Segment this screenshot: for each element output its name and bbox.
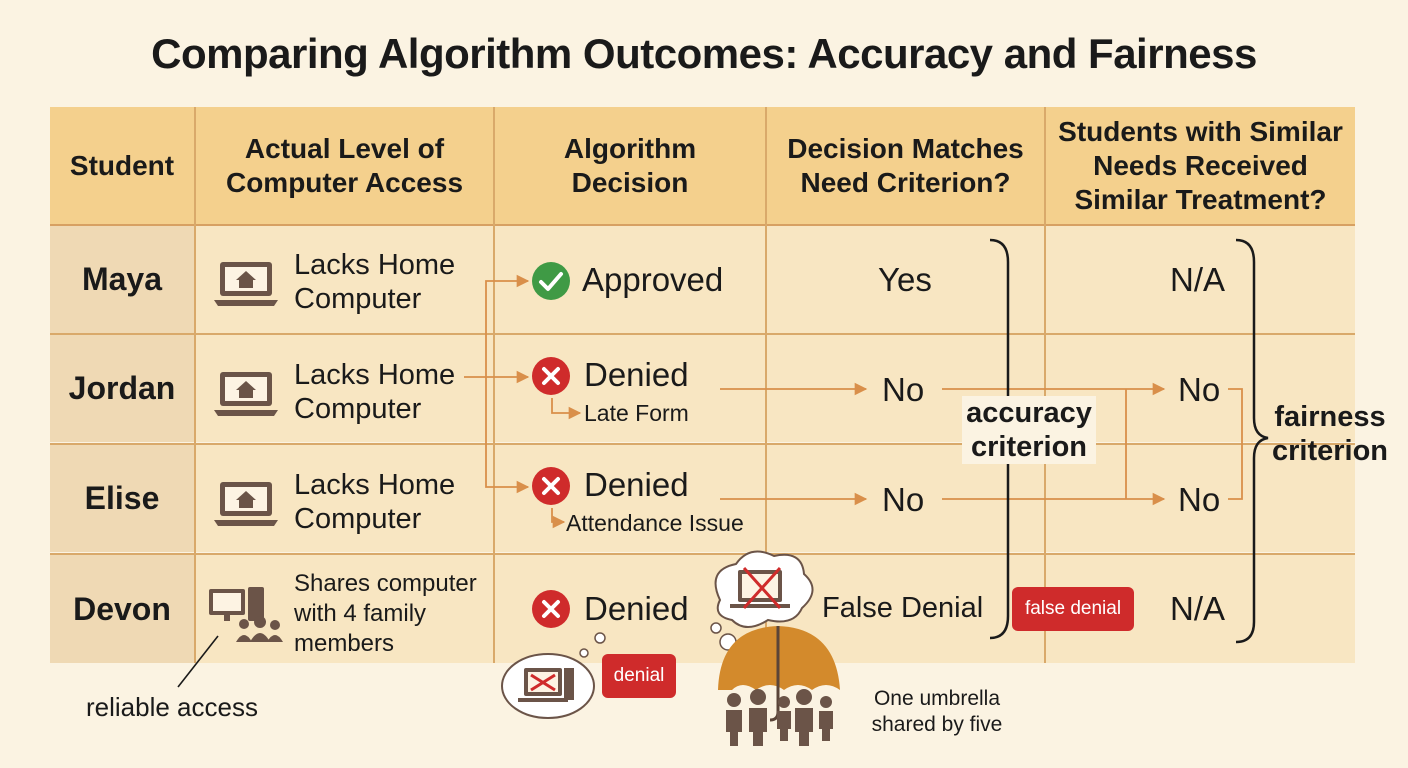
reason-text-elise: Attendance Issue <box>566 510 744 536</box>
similar-text-jordan: No <box>1178 371 1221 408</box>
similar-text-elise: No <box>1178 481 1221 518</box>
student-name-devon: Devon <box>50 555 194 663</box>
page-title: Comparing Algorithm Outcomes: Accuracy a… <box>151 30 1257 77</box>
grid-line-h3 <box>50 443 1355 445</box>
student-name-maya: Maya <box>50 226 194 333</box>
reliable-access-note: reliable access <box>86 692 258 722</box>
match-text-elise: No <box>882 481 925 518</box>
decision-text-jordan: Denied <box>584 356 689 393</box>
grid-line-v1 <box>194 107 196 663</box>
decision-text-devon: Denied <box>584 590 689 627</box>
decision-text-maya: Approved <box>582 261 724 298</box>
grid-line-h1 <box>50 224 1355 226</box>
row-bg-devon <box>50 555 1355 663</box>
match-text-devon: False Denial <box>822 592 984 624</box>
denial-tag: denial <box>602 654 676 698</box>
match-text-maya: Yes <box>878 261 932 298</box>
grid-line-v4 <box>1044 107 1046 663</box>
similar-text-maya: N/A <box>1170 261 1226 298</box>
grid-line-h4 <box>50 553 1355 555</box>
grid-line-v3 <box>765 107 767 663</box>
match-text-jordan: No <box>882 371 925 408</box>
decision-text-elise: Denied <box>584 466 689 503</box>
grid-line-v2 <box>493 107 495 663</box>
similar-text-devon: N/A <box>1170 590 1226 627</box>
student-name-elise: Elise <box>50 445 194 552</box>
reason-text-jordan: Late Form <box>584 400 689 426</box>
student-name-jordan: Jordan <box>50 335 194 442</box>
grid-line-h2 <box>50 333 1355 335</box>
false-denial-tag: false denial <box>1012 587 1134 631</box>
row-bg-jordan <box>50 335 1355 442</box>
header-student: Student <box>50 107 194 224</box>
